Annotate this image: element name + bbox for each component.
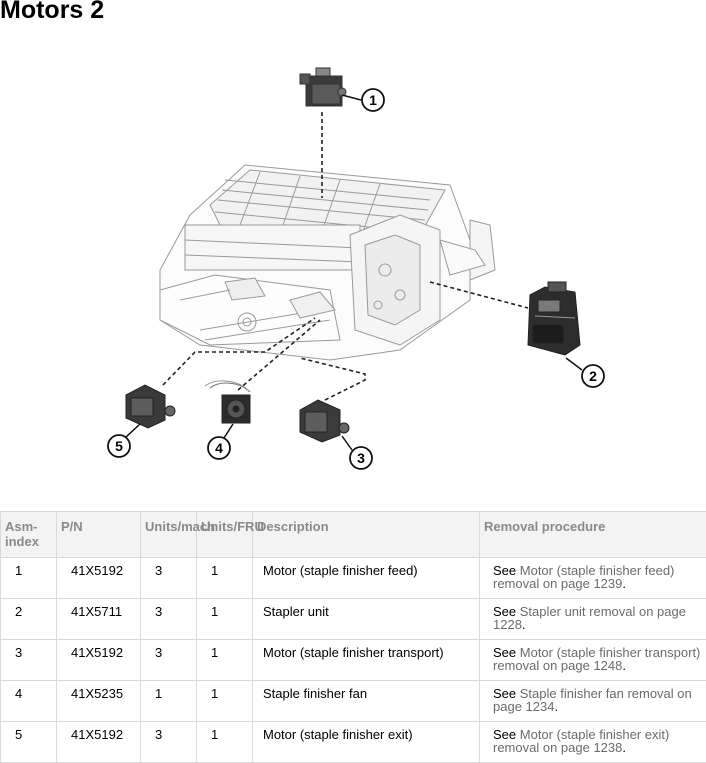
table-row: 4 41X5235 1 1 Staple finisher fan See St…: [1, 681, 706, 722]
pn-cell: 41X5711: [57, 599, 141, 640]
stapler-unit-part: [528, 282, 580, 355]
header-description: Description: [253, 512, 480, 558]
removal-cell: See Staple finisher fan removal on page …: [480, 681, 706, 722]
period: .: [554, 699, 558, 714]
asm-index-cell: 2: [1, 599, 57, 640]
units-mach-cell: 3: [141, 640, 197, 681]
units-fru-cell: 1: [197, 558, 253, 599]
callout-2: 2: [582, 365, 604, 387]
removal-cell: See Motor (staple finisher exit) removal…: [480, 722, 706, 763]
svg-text:3: 3: [357, 450, 365, 466]
header-pn: P/N: [57, 512, 141, 558]
svg-text:1: 1: [369, 92, 377, 108]
table-row: 1 41X5192 3 1 Motor (staple finisher fee…: [1, 558, 706, 599]
units-fru-cell: 1: [197, 599, 253, 640]
motor-feed-part: [300, 68, 346, 106]
description-cell: Motor (staple finisher feed): [253, 558, 480, 599]
parts-table: Asm-index P/N Units/mach Units/FRU Descr…: [0, 511, 706, 763]
description-cell: Stapler unit: [253, 599, 480, 640]
callout-3: 3: [350, 447, 372, 469]
pn-cell: 41X5192: [57, 558, 141, 599]
table-row: 3 41X5192 3 1 Motor (staple finisher tra…: [1, 640, 706, 681]
pn-cell: 41X5192: [57, 722, 141, 763]
period: .: [522, 617, 526, 632]
units-mach-cell: 3: [141, 599, 197, 640]
motor-exit-part: [126, 385, 175, 428]
removal-link[interactable]: Motor (staple finisher exit) removal on …: [493, 727, 669, 755]
removal-link[interactable]: Motor (staple finisher feed) removal on …: [493, 563, 674, 591]
removal-cell: See Motor (staple finisher transport) re…: [480, 640, 706, 681]
asm-index-cell: 4: [1, 681, 57, 722]
finisher-frame: [160, 165, 495, 360]
svg-text:5: 5: [115, 438, 123, 454]
description-cell: Motor (staple finisher exit): [253, 722, 480, 763]
removal-link[interactable]: Staple finisher fan removal on page 1234: [493, 686, 692, 714]
header-units-fru: Units/FRU: [197, 512, 253, 558]
period: .: [622, 576, 626, 591]
svg-text:4: 4: [215, 440, 223, 456]
removal-cell: See Motor (staple finisher feed) removal…: [480, 558, 706, 599]
units-fru-cell: 1: [197, 722, 253, 763]
period: .: [622, 658, 626, 673]
pn-cell: 41X5192: [57, 640, 141, 681]
table-row: 2 41X5711 3 1 Stapler unit See Stapler u…: [1, 599, 706, 640]
asm-index-cell: 3: [1, 640, 57, 681]
description-cell: Motor (staple finisher transport): [253, 640, 480, 681]
removal-cell: See Stapler unit removal on page 1228.: [480, 599, 706, 640]
callout-4: 4: [208, 437, 230, 459]
exploded-parts-diagram: 1 2 3 4 5: [0, 40, 706, 500]
header-units-mach: Units/mach: [141, 512, 197, 558]
units-fru-cell: 1: [197, 681, 253, 722]
callout-1: 1: [362, 89, 384, 111]
table-row: 5 41X5192 3 1 Motor (staple finisher exi…: [1, 722, 706, 763]
units-mach-cell: 3: [141, 722, 197, 763]
units-fru-cell: 1: [197, 640, 253, 681]
units-mach-cell: 1: [141, 681, 197, 722]
motor-transport-part: [300, 400, 349, 442]
fan-part: [205, 381, 250, 423]
header-removal: Removal procedure: [480, 512, 706, 558]
callout-5: 5: [108, 435, 130, 457]
removal-link[interactable]: Motor (staple finisher transport) remova…: [493, 645, 700, 673]
page-title: Motors 2: [0, 0, 104, 25]
pn-cell: 41X5235: [57, 681, 141, 722]
svg-text:2: 2: [589, 368, 597, 384]
asm-index-cell: 1: [1, 558, 57, 599]
description-cell: Staple finisher fan: [253, 681, 480, 722]
units-mach-cell: 3: [141, 558, 197, 599]
asm-index-cell: 5: [1, 722, 57, 763]
table-header-row: Asm-index P/N Units/mach Units/FRU Descr…: [1, 512, 706, 558]
header-asm-index: Asm-index: [1, 512, 57, 558]
period: .: [622, 740, 626, 755]
